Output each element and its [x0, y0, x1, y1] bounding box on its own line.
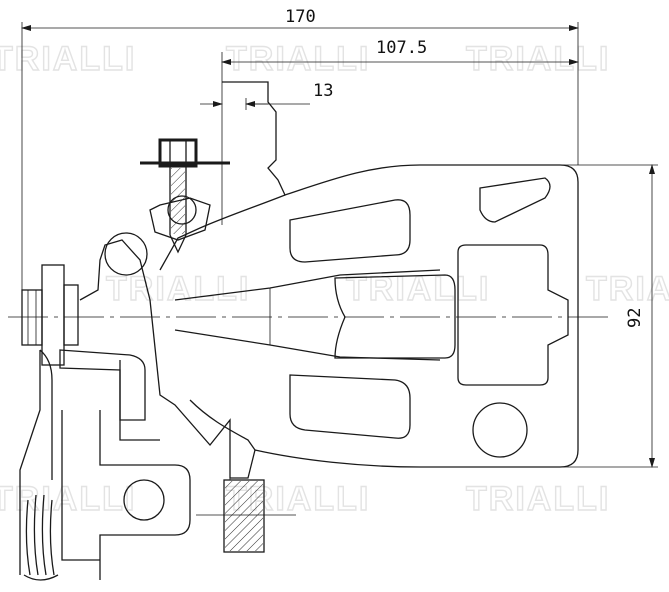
dimension-inner-width: 107.5	[221, 38, 579, 225]
watermark-text: TRIALLI	[586, 270, 669, 308]
dimension-offset: 13	[200, 81, 333, 110]
bleed-screw	[140, 138, 230, 254]
dimension-label: 170	[285, 7, 316, 27]
guide-pin-section	[196, 425, 296, 553]
watermark-text: TRIALLI	[466, 40, 610, 78]
dimension-label: 92	[625, 308, 645, 328]
watermark-text: TRIALLI	[0, 480, 136, 518]
watermark-text: TRIALLI	[226, 40, 370, 78]
dimension-label: 107.5	[376, 38, 427, 58]
dimension-label: 13	[313, 81, 333, 101]
dimension-height: 92	[560, 164, 658, 468]
dimension-overall-width: 170	[21, 7, 579, 290]
parking-brake-lever	[19, 349, 191, 581]
caliper-body	[79, 81, 579, 479]
watermark-text: TRIALLI	[106, 270, 250, 308]
watermark-text: TRIALLI	[466, 480, 610, 518]
watermark-text: TRIALLI	[0, 40, 136, 78]
mounting-pin	[21, 264, 79, 366]
